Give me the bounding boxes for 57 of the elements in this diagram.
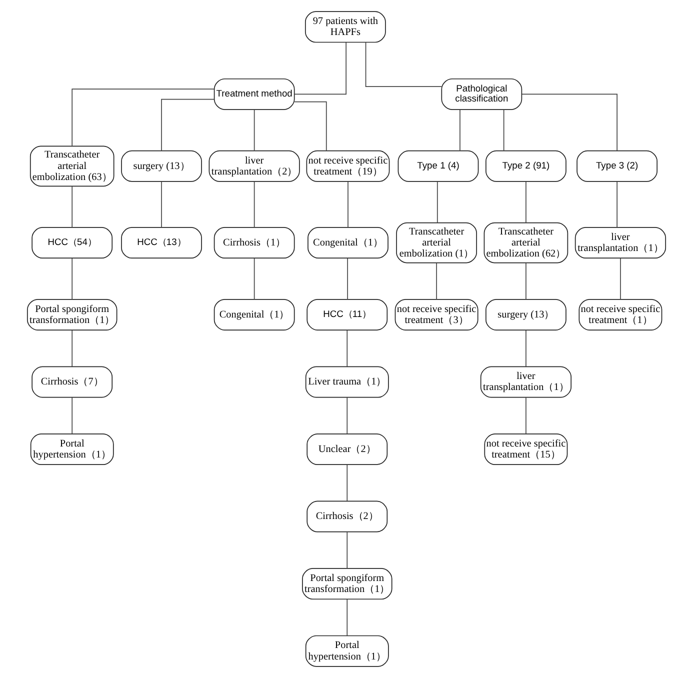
node-box: liver transplantation（1） — [574, 227, 666, 259]
connector — [346, 464, 348, 502]
node-box: Portal spongiform transformation（1） — [26, 298, 118, 330]
connector — [436, 181, 438, 224]
node-box: HCC（54） — [32, 227, 113, 259]
connector — [254, 258, 255, 300]
node-box: not receive specific treatment（1） — [578, 298, 662, 330]
connector — [294, 42, 346, 95]
node-box: liver transplantation（1） — [480, 366, 572, 398]
node-box: Portal hypertension（1） — [30, 434, 114, 466]
node-box: Congenital（1） — [214, 298, 295, 330]
connector — [72, 258, 73, 300]
connector — [72, 330, 73, 367]
node-box: liver transplantation（2） — [208, 150, 300, 182]
connector — [254, 181, 255, 228]
node-box: not receive specific treatment（3） — [394, 298, 478, 330]
node-box: not receive specific treatment（15） — [484, 434, 568, 466]
node-box: Portal hypertension（1） — [305, 635, 389, 667]
connector — [72, 88, 215, 146]
connector — [346, 397, 348, 434]
node-box: Unclear（2） — [306, 434, 388, 466]
connector — [616, 181, 618, 228]
node-box: Congenital（1） — [308, 227, 388, 259]
node-box: HCC（11） — [306, 298, 388, 330]
node-box: HCC（13） — [121, 227, 202, 259]
node-box: surgery (13） — [486, 298, 566, 330]
connector — [72, 397, 73, 434]
node-box: Type 1 (4) — [398, 150, 479, 182]
connector — [347, 258, 348, 300]
node-box: Type 3 (2) — [576, 150, 658, 182]
connector — [346, 598, 348, 636]
connector — [254, 109, 255, 152]
connector — [294, 101, 327, 152]
node-box: Type 2 (91) — [486, 150, 566, 182]
node-box: Transcatheter arterial embolization (63） — [30, 146, 114, 187]
node-box: surgery (13） — [121, 150, 202, 182]
node-box: Cirrhosis（1） — [214, 227, 295, 259]
connector — [346, 330, 348, 367]
node-box: Transcatheter arterial embolization (1） — [396, 222, 477, 264]
connector — [346, 532, 348, 569]
node-box: Pathological classification — [441, 78, 522, 110]
node-box: 97 patients with HAPFs — [305, 11, 386, 43]
node-box: Treatment method — [214, 78, 295, 110]
connector — [72, 186, 73, 228]
connector — [436, 262, 437, 300]
node-box: not receive specific treatment（19） — [306, 150, 390, 182]
node-box: Portal spongiform transformation（1） — [302, 568, 392, 600]
connector — [161, 98, 215, 152]
connector — [620, 258, 621, 300]
connector — [365, 42, 442, 87]
node-box: Liver trauma（1） — [305, 366, 389, 398]
node-box: Transcatheter arterial embolization (62） — [484, 222, 568, 264]
connector — [503, 109, 504, 152]
node-box: Cirrhosis（2） — [306, 500, 388, 532]
node-box: Cirrhosis（7） — [32, 366, 113, 398]
connector — [522, 94, 618, 151]
connector — [161, 181, 162, 228]
